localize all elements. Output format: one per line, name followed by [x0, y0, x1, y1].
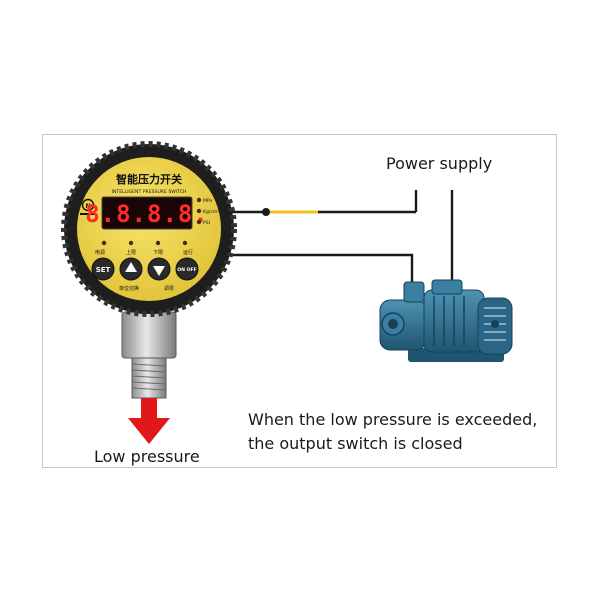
unit-led-psi — [196, 219, 202, 225]
pump-outlet — [403, 281, 425, 303]
bottom-label-zero: 调零 — [164, 285, 174, 292]
gauge-subtitle: INTELLIGENT PRESSURE SWITCH — [112, 189, 187, 195]
low-pressure-label: Low pressure — [94, 447, 200, 466]
pressure-switch: 智能压力开关 INTELLIGENT PRESSURE SWITCH N 8.8… — [61, 141, 237, 399]
motor-fins — [433, 296, 465, 346]
unit-led-mpa — [196, 197, 202, 203]
up-button[interactable] — [119, 257, 143, 281]
unit-label-kgcm: Kg/cm² — [203, 209, 219, 215]
status-label-upper: 上限 — [126, 249, 136, 256]
hex-nut — [121, 311, 177, 359]
status-led-lower — [155, 240, 161, 246]
unit-led-kgcm — [196, 208, 202, 214]
terminal-box — [431, 279, 463, 295]
power-wires — [228, 190, 454, 282]
status-indicators: 电源 上限 下限 运行 — [95, 240, 193, 256]
led-digits: 8.8.8.8. — [85, 200, 209, 228]
low-pressure-arrow — [128, 398, 170, 444]
brand-logo: N — [80, 198, 96, 215]
set-button[interactable]: SET — [91, 257, 115, 281]
unit-label-psi: PSI — [203, 220, 210, 226]
up-arrow-icon — [125, 262, 137, 272]
status-led-run — [182, 240, 188, 246]
fan-hub — [491, 320, 499, 328]
thread-lines — [131, 363, 167, 391]
led-display — [101, 196, 193, 230]
signal-wire-bottom — [230, 253, 414, 282]
svg-text:N: N — [85, 203, 90, 210]
gauge-title-cn: 智能压力开关 — [116, 172, 182, 186]
note-line-1: When the low pressure is exceeded, — [248, 410, 538, 429]
gauge-ring-grip — [61, 141, 237, 317]
unit-label-mpa: MPa — [203, 198, 212, 204]
bottom-label-unit: 单位切换 — [119, 285, 139, 292]
status-led-upper — [128, 240, 134, 246]
status-led-power — [101, 240, 107, 246]
down-arrow-icon — [153, 266, 165, 276]
power-supply-label: Power supply — [386, 154, 493, 173]
water-pump — [379, 279, 513, 362]
on-off-button-label: ON OFF — [177, 267, 197, 273]
status-label-power: 电源 — [95, 249, 105, 256]
down-button[interactable] — [147, 257, 171, 281]
status-label-run: 运行 — [183, 249, 193, 256]
unit-indicators: MPa Kg/cm² PSI — [196, 197, 219, 226]
on-off-button[interactable]: ON OFF — [175, 257, 199, 281]
note-line-2: the output switch is closed — [248, 434, 463, 453]
set-button-label: SET — [96, 266, 111, 274]
status-label-lower: 下限 — [153, 249, 163, 256]
